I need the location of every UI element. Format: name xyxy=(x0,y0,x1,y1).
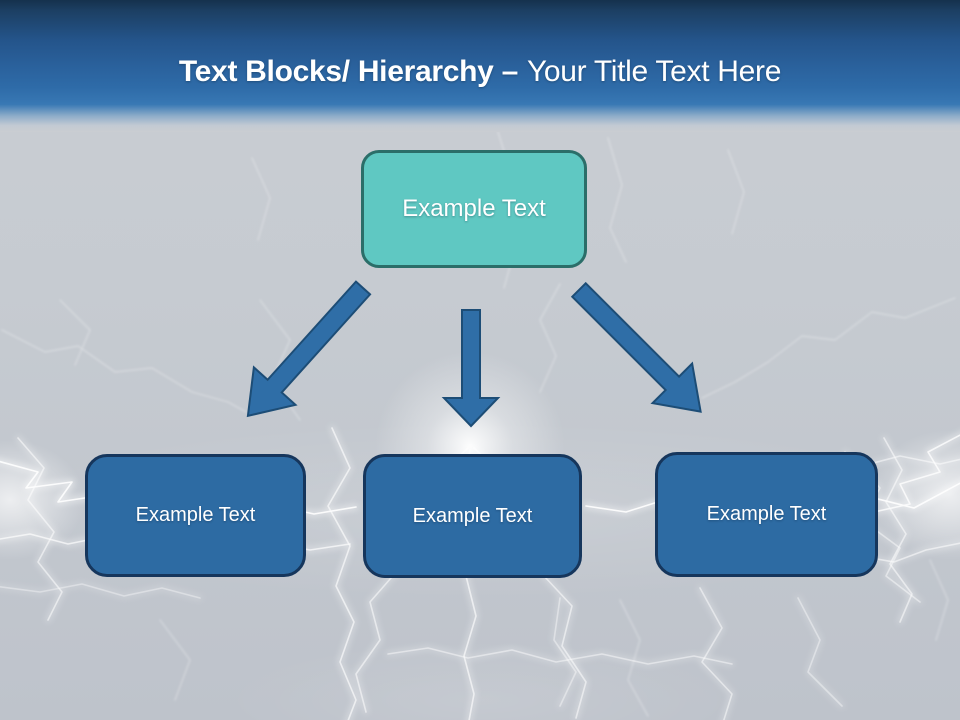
slide-header: Text Blocks/ Hierarchy –Your Title Text … xyxy=(0,0,960,132)
root-box-label: Example Text xyxy=(402,195,546,222)
child-box-2-label: Example Text xyxy=(412,504,533,527)
title-regular-text: Your Title Text Here xyxy=(526,55,782,88)
hierarchy-child-box-1[interactable]: Example Text xyxy=(85,454,306,577)
hierarchy-child-box-3[interactable]: Example Text xyxy=(655,452,878,577)
hierarchy-child-box-2[interactable]: Example Text xyxy=(363,454,582,578)
hierarchy-root-box[interactable]: Example Text xyxy=(361,150,587,268)
arrow-down-left-icon[interactable] xyxy=(227,269,384,434)
child-box-3-label: Example Text xyxy=(706,503,827,525)
title-bold-text: Text Blocks/ Hierarchy – xyxy=(178,55,518,88)
child-box-1-label: Example Text xyxy=(135,504,256,526)
arrow-down-icon[interactable] xyxy=(441,309,501,428)
slide-title: Text Blocks/ Hierarchy –Your Title Text … xyxy=(0,55,960,89)
arrow-down-right-icon[interactable] xyxy=(559,270,720,431)
